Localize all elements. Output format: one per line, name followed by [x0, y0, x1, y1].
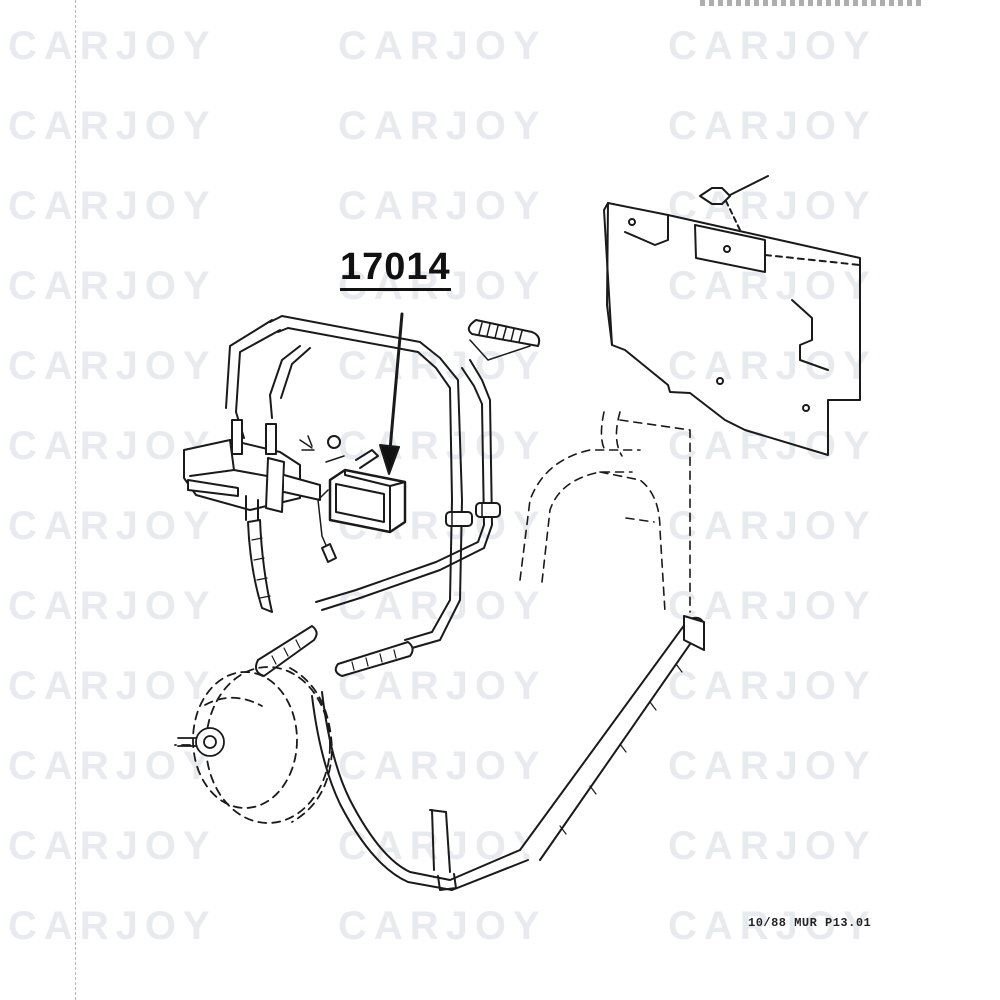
- heat-shield-bracket: [603, 202, 861, 456]
- corrugated-hose: [467, 319, 541, 361]
- page-reference: 10/88 MUR P13.01: [748, 916, 872, 930]
- binding-margin-line: [75, 0, 76, 1000]
- scan-artifact: [700, 0, 925, 6]
- servo-hub: [177, 727, 225, 757]
- lower-vacuum-line: [311, 615, 705, 891]
- callout-arrow: [379, 312, 404, 475]
- relay-box-17014: [317, 449, 407, 563]
- part-number-callout: 17014: [340, 248, 451, 291]
- rubber-hoses: [247, 519, 414, 677]
- pipe-clamps: [445, 502, 501, 527]
- brake-servo-pump: [174, 666, 333, 824]
- intake-duct-outline: [519, 411, 691, 613]
- solenoid-valve-assembly: [183, 419, 341, 523]
- push-pin-clip: [699, 175, 769, 231]
